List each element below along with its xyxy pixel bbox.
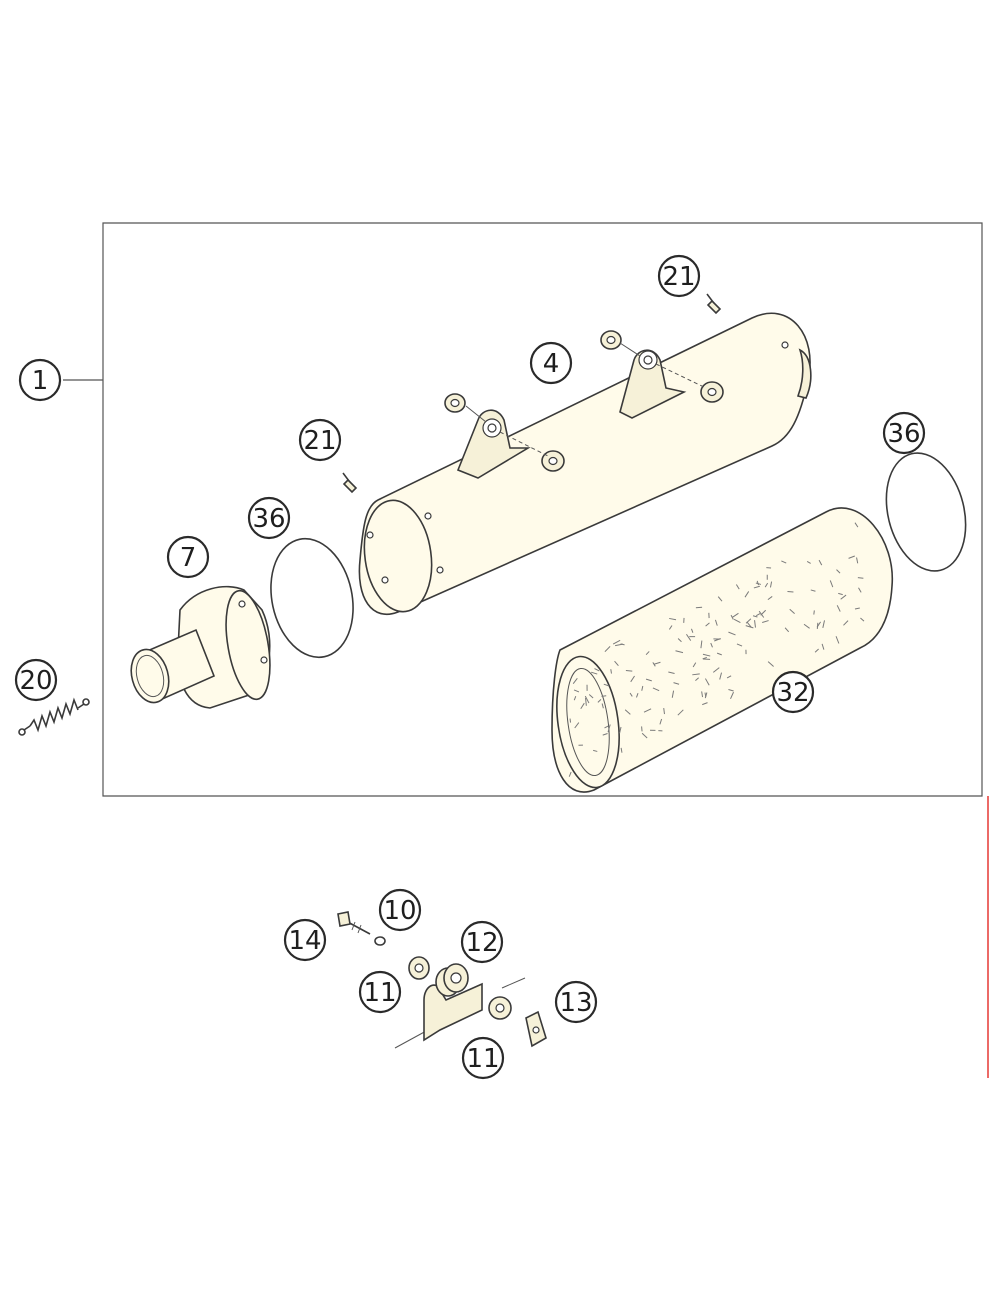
callout-c21b: 21 [657,254,701,298]
callout-c1: 1 [18,358,62,402]
callout-circle [298,418,342,462]
callout-c36a: 36 [247,496,291,540]
callout-label: 20 [19,666,52,696]
gasket-36-left-part [270,537,354,659]
callout-c11a: 11 [358,970,402,1014]
callout-c4: 4 [529,341,573,385]
callout-c20: 20 [14,658,58,702]
callout-c10: 10 [378,888,422,932]
end-cap-part [130,585,271,709]
callout-label: 11 [363,978,396,1008]
callout-c32: 32 [771,670,815,714]
callout-circle [378,888,422,932]
callout-circle [18,358,62,402]
screw-21-left-part [342,472,358,494]
callout-circle [771,670,815,714]
callout-label: 21 [303,426,336,456]
callout-c14: 14 [283,918,327,962]
callout-circle [358,970,402,1014]
callout-label: 7 [180,543,197,573]
insulation-wool-part [551,507,893,793]
callout-label: 14 [288,926,321,956]
callout-label: 21 [662,262,695,292]
callout-label: 13 [559,988,592,1018]
callout-label: 12 [465,928,498,958]
callout-circle [283,918,327,962]
callout-circle [247,496,291,540]
callout-circle [529,341,573,385]
callout-label: 32 [776,678,809,708]
callout-circle [882,411,926,455]
callout-c12: 12 [460,920,504,964]
callout-label: 36 [887,419,920,449]
callout-label: 36 [252,504,285,534]
screw-21-right-part [706,293,722,315]
silencer-body-part [358,312,812,615]
callout-c13: 13 [554,980,598,1024]
callout-label: 4 [543,349,560,379]
callout-circle [461,1036,505,1080]
callout-circle [554,980,598,1024]
callout-c11b: 11 [461,1036,505,1080]
callout-label: 11 [466,1044,499,1074]
assembly-frame [102,222,983,797]
gasket-36-right-part [885,452,967,572]
mounting-hardware-part [337,911,547,1049]
callout-label: 10 [383,896,416,926]
callout-circle [14,658,58,702]
callout-circle [657,254,701,298]
callout-label: 1 [32,366,49,396]
callout-circle [166,535,210,579]
callout-c36b: 36 [882,411,926,455]
callout-circle [460,920,504,964]
spring-part [18,697,90,736]
callout-c7: 7 [166,535,210,579]
callout-c21a: 21 [298,418,342,462]
